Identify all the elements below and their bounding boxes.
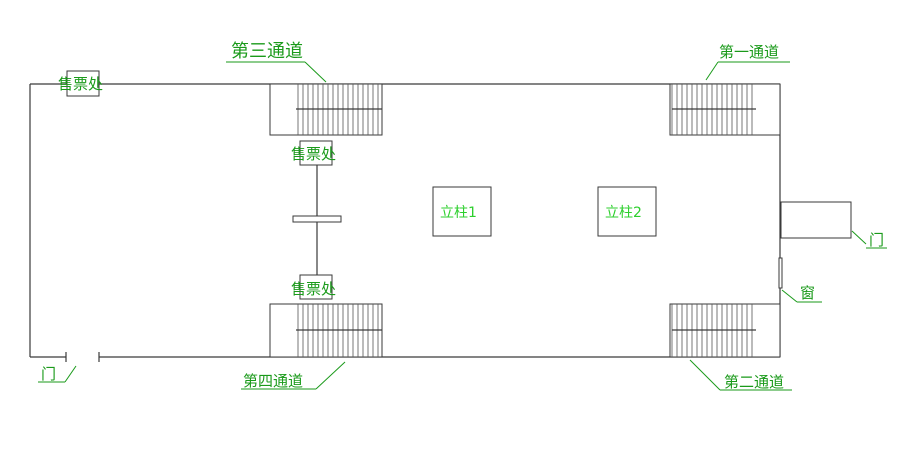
ticket-office-top-left-box bbox=[66, 70, 100, 97]
passage-fourth-label: 第四通道 bbox=[243, 372, 303, 390]
door-right-label: 门 bbox=[869, 231, 884, 249]
window-mark bbox=[778, 257, 783, 289]
stair-second bbox=[669, 303, 781, 358]
window-label: 窗 bbox=[800, 284, 815, 302]
pillar-1-label: 立柱1 bbox=[440, 205, 477, 221]
passage-third-label: 第三通道 bbox=[231, 41, 303, 62]
stair-third bbox=[269, 83, 383, 136]
ticket-office-center-top-box bbox=[299, 140, 333, 166]
outer-walls bbox=[29, 83, 781, 362]
pillar-2-label: 立柱2 bbox=[605, 205, 642, 221]
pillar-2-box bbox=[597, 186, 657, 237]
passage-second-label: 第二通道 bbox=[724, 373, 784, 391]
passage-first-label: 第一通道 bbox=[719, 43, 779, 61]
right-door-box bbox=[780, 201, 852, 239]
ticket-office-center-bottom-label: 售票处 bbox=[291, 280, 336, 298]
stair-first bbox=[669, 83, 781, 136]
ticket-office-top-left-label: 售票处 bbox=[58, 75, 103, 93]
door-bottom-left-label: 门 bbox=[41, 365, 56, 383]
ticket-office-center-bottom-box bbox=[299, 274, 333, 300]
center-gate bbox=[292, 215, 342, 223]
pillar-1-box bbox=[432, 186, 492, 237]
stair-fourth bbox=[269, 303, 383, 358]
ticket-office-center-top-label: 售票处 bbox=[291, 145, 336, 163]
leader-lines bbox=[38, 61, 887, 391]
